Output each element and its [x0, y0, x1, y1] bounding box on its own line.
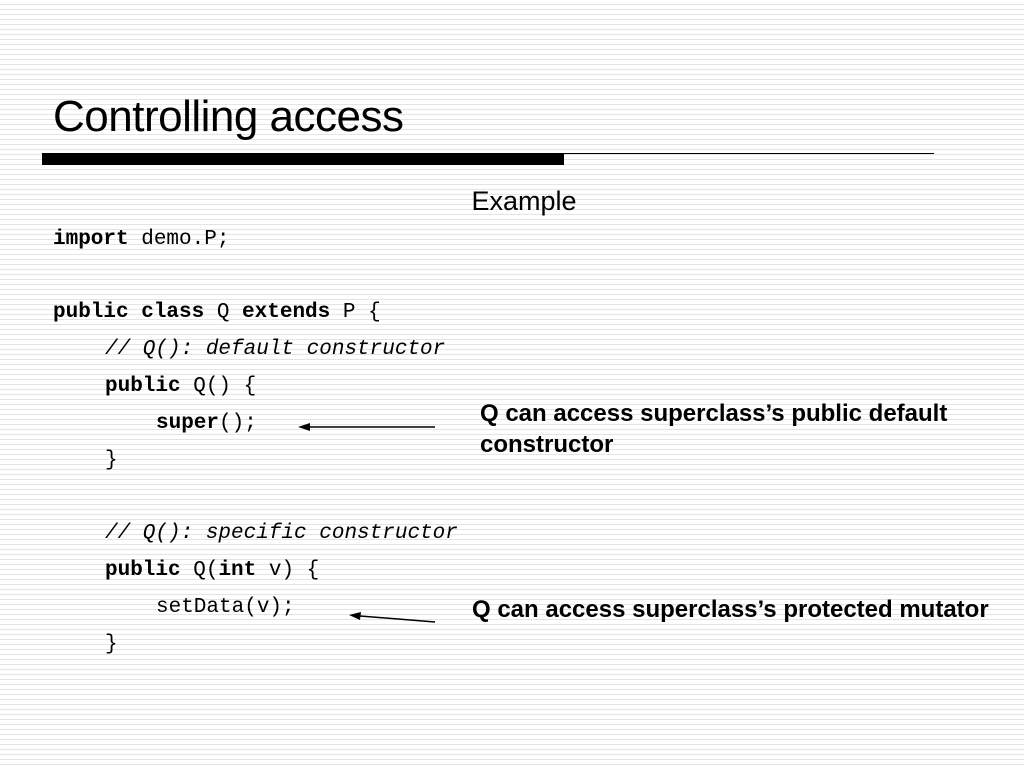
- code-line-specific-ctor: public Q(int v) {: [105, 558, 319, 584]
- code-text: Q(: [180, 559, 219, 582]
- arrow-to-setdata-head: [349, 612, 361, 620]
- code-comment: // Q(): specific constructor: [105, 522, 458, 545]
- code-line-comment-specific: // Q(): specific constructor: [105, 521, 458, 547]
- code-line-default-ctor: public Q() {: [105, 374, 256, 400]
- code-keyword: int: [218, 559, 257, 582]
- annotation-public-constructor: Q can access superclass’s public default…: [480, 400, 948, 458]
- code-text: setData(v);: [156, 596, 295, 619]
- code-line-comment-default: // Q(): default constructor: [105, 337, 445, 363]
- code-text: }: [105, 633, 118, 656]
- code-text: ();: [219, 412, 257, 435]
- code-line-super-call: super();: [156, 411, 257, 437]
- code-keyword: public class: [53, 301, 205, 324]
- code-keyword: public: [105, 375, 181, 398]
- code-line-import: import demo.P;: [53, 227, 229, 253]
- code-comment: // Q(): default constructor: [105, 338, 446, 361]
- code-text: Q() {: [180, 375, 257, 398]
- code-keyword: super: [156, 412, 220, 435]
- code-line-setdata-call: setData(v);: [156, 595, 295, 621]
- code-keyword: extends: [242, 301, 331, 324]
- code-keyword: import: [53, 228, 129, 251]
- code-text: P {: [330, 301, 381, 324]
- code-line-class-decl: public class Q extends P {: [53, 300, 381, 326]
- code-text: demo.P;: [128, 228, 230, 251]
- code-line-close-brace-1: }: [105, 448, 118, 474]
- annotation-protected-mutator: Q can access superclass’s protected muta…: [472, 596, 989, 623]
- code-line-close-brace-2: }: [105, 632, 118, 658]
- code-text: v) {: [256, 559, 320, 582]
- arrow-to-setdata-line: [359, 615, 436, 623]
- slide-title: Controlling access: [53, 92, 404, 141]
- arrow-to-super-head: [298, 423, 310, 431]
- title-underline-thin: [564, 153, 934, 154]
- title-underline-thick: [42, 153, 564, 165]
- code-text: }: [105, 449, 118, 472]
- code-keyword: public: [105, 559, 181, 582]
- slide-subtitle: Example: [471, 186, 577, 216]
- code-text: Q: [204, 301, 243, 324]
